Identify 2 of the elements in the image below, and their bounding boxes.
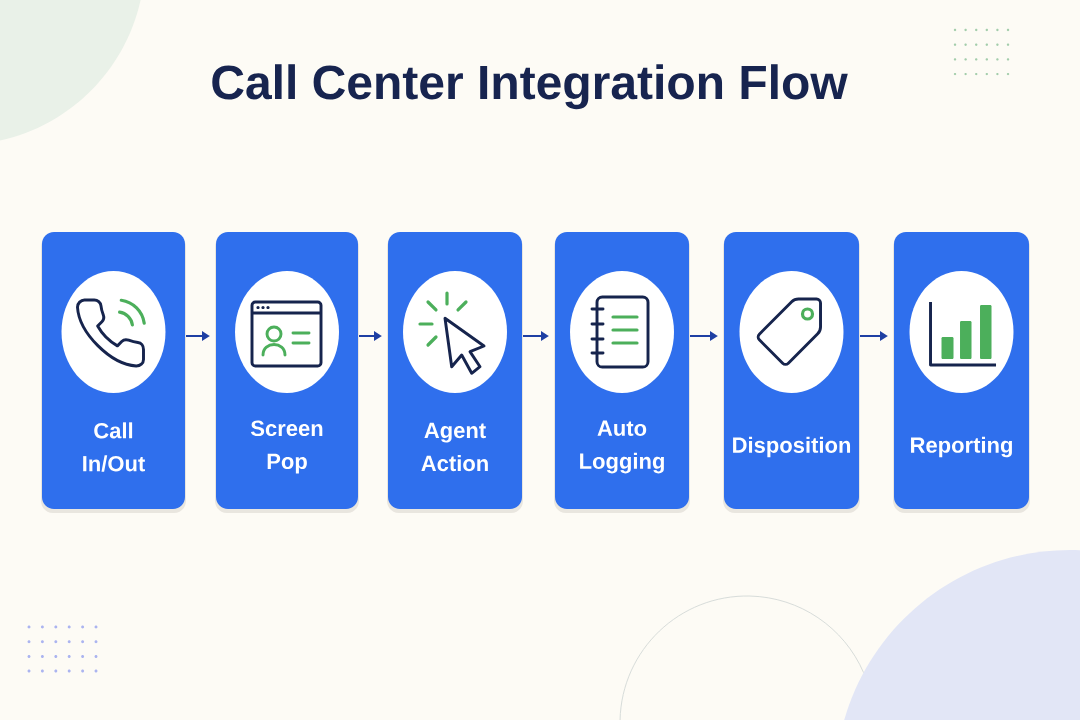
title: Call Center Integration Flow xyxy=(212,64,848,110)
arrow xyxy=(522,331,549,341)
